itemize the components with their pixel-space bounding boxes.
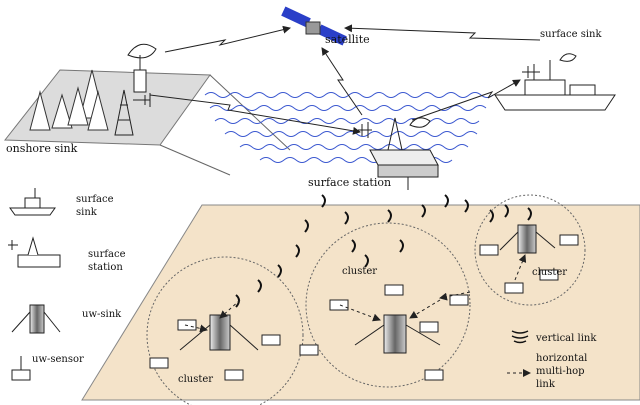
surface-sink-ship-icon <box>494 53 616 111</box>
legend-surface-station-line1: surface <box>88 249 126 260</box>
legend-vertical-link-icon <box>511 330 529 344</box>
legend-surface-station-line2: station <box>88 262 123 273</box>
onshore-sink-label: onshore sink <box>6 142 78 155</box>
tree-icon <box>29 69 109 131</box>
cluster-label-left: cluster <box>178 374 213 385</box>
legend-surface-sink-line1: surface <box>76 194 114 205</box>
cluster-label-middle: cluster <box>342 266 377 277</box>
surface-sink-label: surface sink <box>540 29 602 40</box>
surface-station-icon <box>358 117 439 190</box>
seabed-plane <box>81 204 640 401</box>
cluster-label-right: cluster <box>532 267 567 278</box>
legend-uw-sink-label: uw-sink <box>82 309 122 320</box>
legend-horizontal-link-line2: multi-hop <box>536 366 585 377</box>
onshore-sink-icon <box>114 43 157 136</box>
ocean-waves <box>204 92 494 163</box>
satellite-label: satellite <box>325 33 370 46</box>
horizontal-links <box>184 254 527 333</box>
legend-uw-sensor-icon <box>11 356 31 381</box>
legend-uw-sink-icon <box>11 304 61 334</box>
legend-uw-sensor-label: uw-sensor <box>32 354 84 365</box>
legend-surface-station-icon <box>8 236 61 268</box>
legend: surface sink surface station uw-sink uw-… <box>8 188 597 390</box>
legend-horizontal-link-line3: link <box>536 379 556 390</box>
legend-surface-sink-line2: sink <box>76 207 98 218</box>
satellite-icon <box>281 6 347 46</box>
cluster-circles <box>146 194 586 405</box>
legend-horizontal-link-line1: horizontal <box>536 353 587 364</box>
legend-surface-sink-icon <box>9 188 56 216</box>
vertical-link-arcs <box>235 194 532 308</box>
uw-sink-nodes <box>179 224 556 354</box>
legend-vertical-link-label: vertical link <box>535 333 597 344</box>
surface-station-label: surface station <box>308 176 391 189</box>
radio-links <box>149 24 541 135</box>
